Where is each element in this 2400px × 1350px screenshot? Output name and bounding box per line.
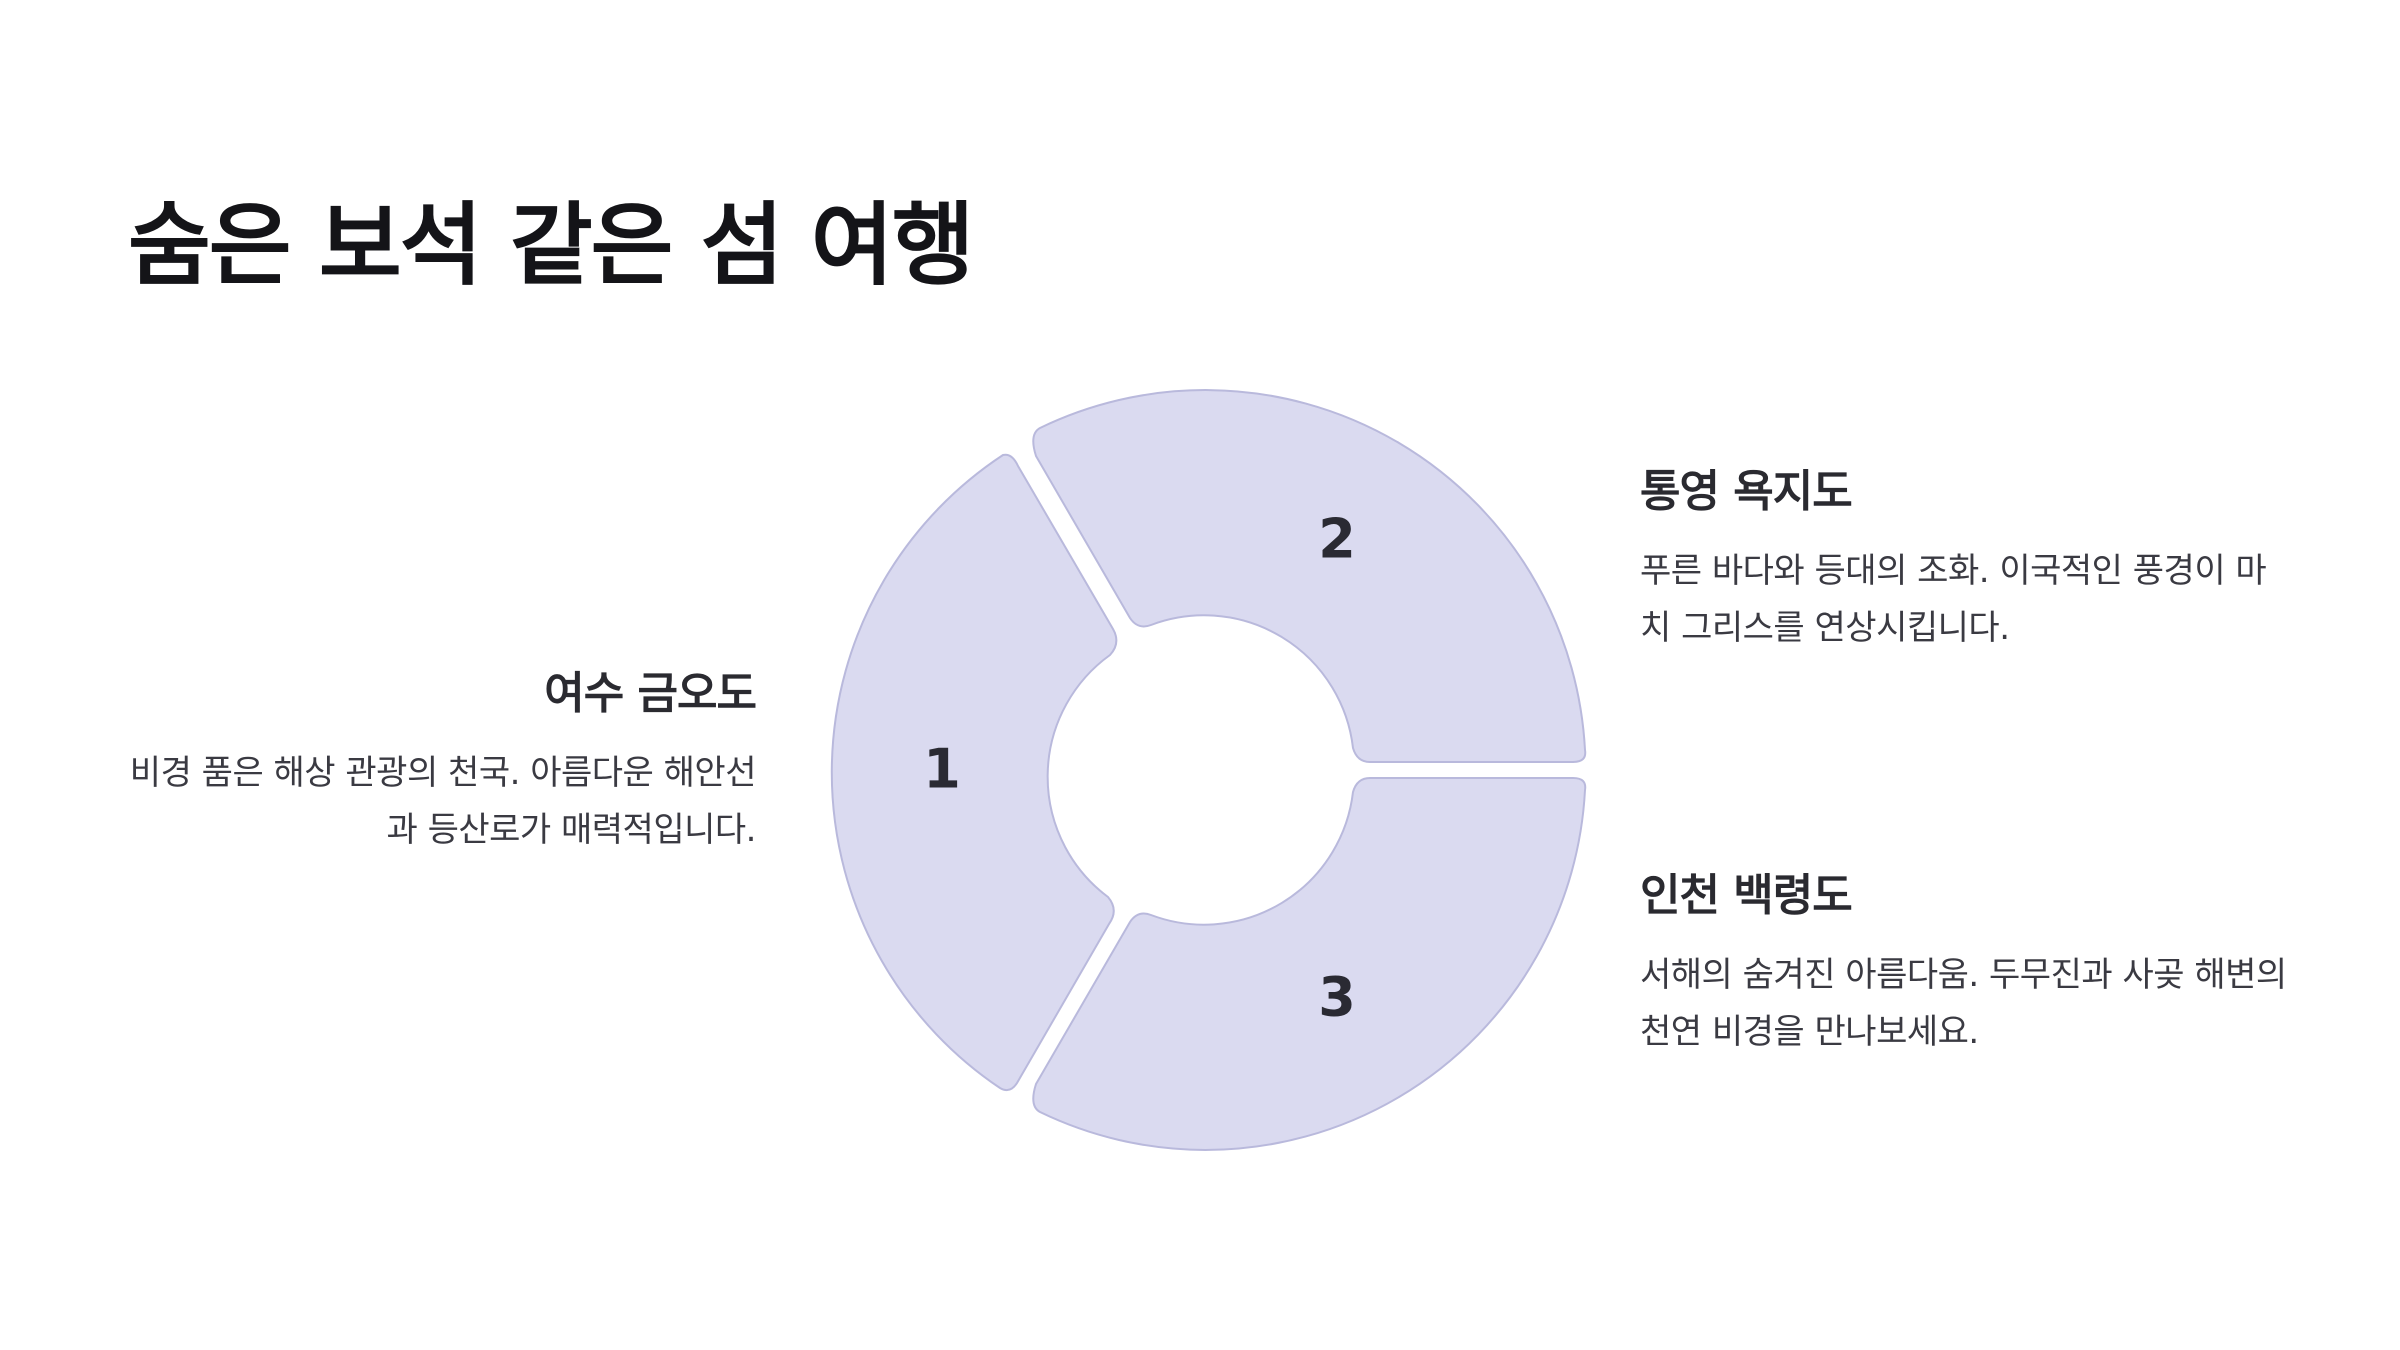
item-heading: 인천 백령도 [1640,870,1853,921]
item-description: 서해의 숨겨진 아름다움. 두무진과 사곶 해변의 천연 비경을 만나보세요. [1640,954,2287,1052]
segment-3-number: 3 [1318,966,1356,1029]
segment-1-shape [830,453,1118,1092]
item-heading: 통영 욕지도 [1640,466,1853,517]
page-title: 숨은 보석 같은 섬 여행 [128,193,975,298]
item-tongyeong: 통영 욕지도 푸른 바다와 등대의 조화. 이국적인 풍경이 마치 그리스를 연… [1640,466,2290,657]
item-heading: 여수 금오도 [544,668,757,719]
item-yeosu: 여수 금오도 비경 품은 해상 관광의 천국. 아름다운 해안선과 등산로가 매… [110,668,757,859]
segment-3-shape [1032,777,1587,1151]
item-description: 푸른 바다와 등대의 조화. 이국적인 풍경이 마치 그리스를 연상시킵니다. [1640,550,2267,648]
segment-1-number: 1 [923,738,961,801]
segment-2-shape [1032,389,1587,763]
item-incheon: 인천 백령도 서해의 숨겨진 아름다움. 두무진과 사곶 해변의 천연 비경을 … [1640,870,2290,1061]
item-description: 비경 품은 해상 관광의 천국. 아름다운 해안선과 등산로가 매력적입니다. [129,752,757,850]
segment-2-number: 2 [1318,508,1356,571]
